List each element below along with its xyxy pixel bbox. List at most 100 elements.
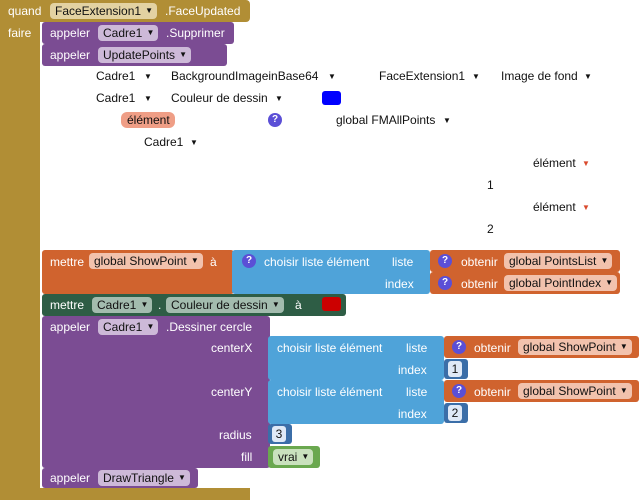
row5-num-a[interactable]: 1 xyxy=(487,178,494,192)
select-list-block-1[interactable] xyxy=(232,250,430,294)
set-variable-dropdown[interactable]: global ShowPoint▼ xyxy=(89,253,203,269)
select-label: choisir liste élément xyxy=(277,341,383,355)
row5-num-b[interactable]: 2 xyxy=(487,222,494,236)
row1-property2[interactable]: Image de fond xyxy=(501,69,578,83)
help-icon[interactable]: ? xyxy=(438,276,452,290)
variable-label: global PointsList xyxy=(509,254,597,268)
draw-circle-block[interactable] xyxy=(42,316,270,468)
number-value[interactable]: 3 xyxy=(272,426,286,442)
number-value[interactable]: 1 xyxy=(448,361,462,377)
chevron-down-icon: ▼ xyxy=(605,278,614,287)
list-label: liste xyxy=(406,385,428,399)
row2-property[interactable]: Couleur de dessin xyxy=(171,91,268,105)
dot-label: . xyxy=(158,298,162,312)
event-block[interactable] xyxy=(0,0,40,500)
index-label: index xyxy=(398,407,427,421)
row3-variable[interactable]: global FMAllPoints xyxy=(336,113,436,127)
color-swatch-red[interactable] xyxy=(322,297,341,311)
chevron-down-icon: ▼ xyxy=(178,473,186,482)
chevron-down-icon: ▼ xyxy=(140,300,149,309)
select-label: choisir liste élément xyxy=(264,255,370,269)
boolean-dropdown[interactable]: vrai▼ xyxy=(273,449,314,465)
procedure-dropdown[interactable]: DrawTriangle ▼ xyxy=(98,470,190,486)
color-swatch-blue[interactable] xyxy=(322,91,341,105)
call-label: appeler xyxy=(50,48,91,62)
row4-component[interactable]: Cadre1 xyxy=(144,135,184,149)
help-icon[interactable]: ? xyxy=(452,340,466,354)
get-label: obtenir xyxy=(461,255,498,269)
chevron-down-icon[interactable]: ▼ xyxy=(275,94,283,103)
chevron-down-icon[interactable]: ▼ xyxy=(144,94,152,103)
draw-circle-component-dropdown[interactable]: Cadre1▼ xyxy=(98,319,159,335)
to-label: à xyxy=(210,255,217,269)
method-label: .Dessiner cercle xyxy=(166,320,253,334)
set-color-property-dropdown[interactable]: Couleur de dessin▼ xyxy=(166,297,284,313)
procedure-label: UpdatePoints xyxy=(103,48,176,62)
chevron-down-icon: ▼ xyxy=(146,28,155,37)
chevron-down-icon[interactable]: ▼ xyxy=(443,116,451,125)
get-label: obtenir xyxy=(461,277,498,291)
chevron-down-icon[interactable]: ▼ xyxy=(584,72,592,81)
method-label: .Supprimer xyxy=(166,26,225,40)
procedure-dropdown[interactable]: UpdatePoints▼ xyxy=(98,47,192,63)
chevron-down-icon: ▼ xyxy=(619,342,628,351)
row5-element-b[interactable]: élément xyxy=(533,200,576,214)
variable-label: global ShowPoint xyxy=(523,340,616,354)
variable-label: global ShowPoint xyxy=(523,384,616,398)
set-label: mettre xyxy=(50,255,85,269)
row5-element-a[interactable]: élément xyxy=(533,156,576,170)
get-showpoint-dropdown[interactable]: global ShowPoint▼ xyxy=(518,339,632,355)
chevron-down-icon[interactable]: ▼ xyxy=(582,203,590,212)
select-label: choisir liste élément xyxy=(277,385,383,399)
element-field[interactable] xyxy=(121,112,175,128)
chevron-down-icon[interactable]: ▼ xyxy=(582,159,590,168)
variable-label: global ShowPoint xyxy=(94,254,187,268)
when-label: quand xyxy=(8,4,42,18)
event-component-label: FaceExtension1 xyxy=(55,4,142,18)
event-component-dropdown[interactable]: FaceExtension1▼ xyxy=(50,3,158,19)
help-icon[interactable]: ? xyxy=(452,384,466,398)
row1-property[interactable]: BackgroundImageinBase64 xyxy=(171,69,319,83)
chevron-down-icon: ▼ xyxy=(619,386,628,395)
property-label: Couleur de dessin xyxy=(171,298,268,312)
delete-component-dropdown[interactable]: Cadre1▼ xyxy=(98,25,159,41)
get-label: obtenir xyxy=(474,341,511,355)
row2-component[interactable]: Cadre1 xyxy=(96,91,136,105)
row1-component[interactable]: Cadre1 xyxy=(96,69,136,83)
component-label: Cadre1 xyxy=(103,26,143,40)
index-label: index xyxy=(385,277,414,291)
chevron-down-icon: ▼ xyxy=(190,256,199,265)
row1-component2[interactable]: FaceExtension1 xyxy=(379,69,466,83)
chevron-down-icon[interactable]: ▼ xyxy=(144,72,152,81)
to-label: à xyxy=(295,298,302,312)
chevron-down-icon: ▼ xyxy=(179,50,188,59)
boolean-label: vrai xyxy=(278,450,298,464)
set-label: mettre xyxy=(50,298,85,312)
help-icon[interactable]: ? xyxy=(268,113,282,127)
component-label: Cadre1 xyxy=(97,298,137,312)
index-label: index xyxy=(398,363,427,377)
event-name-label: .FaceUpdated xyxy=(165,4,241,18)
set-color-component-dropdown[interactable]: Cadre1▼ xyxy=(92,297,153,313)
list-label: liste xyxy=(406,341,428,355)
centerx-label: centerX xyxy=(211,341,253,355)
get-list-dropdown[interactable]: global PointsList▼ xyxy=(504,253,613,269)
procedure-label: DrawTriangle xyxy=(103,471,174,485)
chevron-down-icon[interactable]: ▼ xyxy=(472,72,480,81)
help-icon[interactable]: ? xyxy=(438,254,452,268)
call-label: appeler xyxy=(50,471,91,485)
component-label: Cadre1 xyxy=(103,320,143,334)
number-value[interactable]: 2 xyxy=(448,405,462,421)
help-icon[interactable]: ? xyxy=(242,254,256,268)
get-showpoint-dropdown[interactable]: global ShowPoint▼ xyxy=(518,383,632,399)
chevron-down-icon: ▼ xyxy=(146,322,155,331)
chevron-down-icon[interactable]: ▼ xyxy=(328,72,336,81)
select-list-block-y[interactable] xyxy=(268,380,444,424)
get-index-dropdown[interactable]: global PointIndex▼ xyxy=(504,275,618,291)
select-list-block-x[interactable] xyxy=(268,336,444,380)
chevron-down-icon: ▼ xyxy=(271,300,280,309)
event-footer xyxy=(0,488,250,500)
chevron-down-icon[interactable]: ▼ xyxy=(190,138,198,147)
call-label: appeler xyxy=(50,320,91,334)
chevron-down-icon: ▼ xyxy=(600,256,609,265)
